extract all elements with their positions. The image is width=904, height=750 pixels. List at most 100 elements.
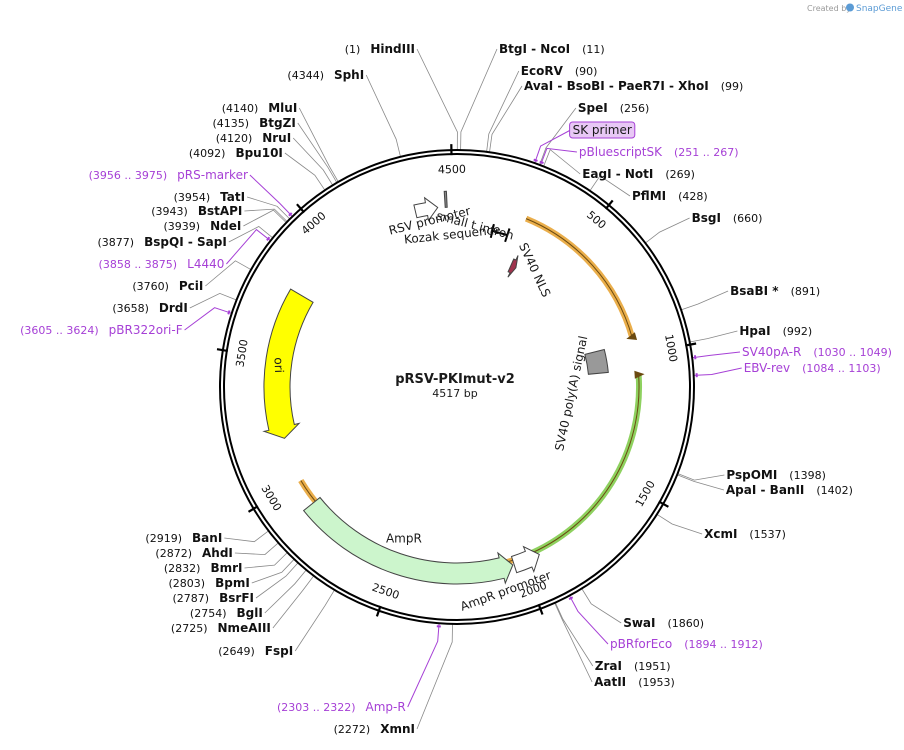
primer-pbr322ori-f-leader	[184, 307, 232, 331]
primer-pbrforeco-pos: (1894 .. 1912)	[684, 638, 763, 651]
enzyme-bspqi-sapi-label[interactable]: BspQI - SapI(3877)	[98, 235, 227, 249]
enzyme-aatii-label[interactable]: AatII(1953)	[594, 675, 675, 689]
enzyme-bmri-label[interactable]: BmrI(2832)	[164, 561, 243, 575]
enzyme-apai-banii-label[interactable]: ApaI - BanII(1402)	[726, 483, 853, 497]
primer-sv40pa-r-label[interactable]: SV40pA-R(1030 .. 1049)	[742, 345, 892, 359]
enzyme-ahdi-label[interactable]: AhdI(2872)	[155, 546, 232, 560]
enzyme-pcii-name: PciI	[179, 279, 204, 293]
enzyme-bsrfi-name: BsrFI	[219, 591, 254, 605]
primer-prs-marker-label[interactable]: pRS-marker(3956 .. 3975)	[89, 168, 248, 182]
ruler-tick-1500	[658, 500, 669, 508]
enzyme-bsgi-label[interactable]: BsgI(660)	[692, 211, 763, 225]
enzyme-ndei-leader	[243, 209, 287, 227]
primer-amp-r-pos: (2303 .. 2322)	[277, 701, 356, 714]
enzyme-xcmi-label[interactable]: XcmI(1537)	[704, 527, 786, 541]
primer-l4440-label[interactable]: L4440(3858 .. 3875)	[99, 257, 225, 271]
enzyme-mlui-label[interactable]: MluI (4140)	[222, 101, 298, 115]
enzyme-btgzi-label[interactable]: BtgZI(4135)	[213, 116, 296, 130]
ruler-tick-label-3500: 3500	[234, 338, 251, 368]
enzyme-hpai-label[interactable]: HpaI(992)	[739, 324, 812, 338]
primer-sk-primer-label[interactable]: SK primer	[569, 121, 636, 139]
enzyme-hindiii-leader	[416, 48, 458, 151]
enzyme-bpu10i-label[interactable]: Bpu10I(4092)	[189, 146, 283, 160]
primer-pbr322ori-f-label[interactable]: pBR322ori-F(3605 .. 3624)	[20, 323, 183, 337]
enzyme-fspi-label[interactable]: FspI(2649)	[218, 644, 293, 658]
feature-label-ampr: AmpR	[386, 532, 422, 546]
feature-kozak-sequence	[443, 190, 448, 208]
enzyme-mlui-pos: (4140)	[222, 102, 259, 115]
inner-arc-line-orange-upper	[525, 218, 633, 338]
enzyme-spei-label[interactable]: SpeI(256)	[578, 101, 649, 115]
enzyme-pflmi-leader	[589, 175, 631, 197]
enzyme-bgli-label[interactable]: BglI(2754)	[190, 606, 263, 620]
enzyme-bpmi-label[interactable]: BpmI(2803)	[169, 576, 250, 590]
enzyme-bstapi-name: BstAPI	[198, 204, 243, 218]
enzyme-pspomi-pos: (1398)	[789, 469, 826, 482]
primer-pbrforeco-leader	[569, 595, 609, 645]
ruler-tick-label-1000: 1000	[662, 333, 680, 363]
enzyme-ahdi-pos: (2872)	[155, 547, 192, 560]
primer-pbrforeco-label[interactable]: pBRforEco(1894 .. 1912)	[610, 637, 763, 651]
enzyme-nmeaiii-leader	[272, 575, 315, 629]
enzyme-pcii-pos: (3760)	[132, 280, 169, 293]
enzyme-drdi-pos: (3658)	[112, 302, 149, 315]
enzyme-avai-bsobi-paer7i-xhoi-label[interactable]: AvaI - BsoBI - PaeR7I - XhoI(99)	[524, 79, 743, 93]
enzyme-bsabi-label[interactable]: BsaBI * (891)	[730, 284, 820, 298]
enzyme-mlui-name: MluI	[268, 101, 297, 115]
enzyme-drdi-label[interactable]: DrdI(3658)	[112, 301, 187, 315]
enzyme-bsrfi-label[interactable]: BsrFI(2787)	[173, 591, 254, 605]
enzyme-swai-leader	[581, 588, 622, 624]
enzyme-xmni-label[interactable]: XmnI(2272)	[334, 722, 415, 736]
primer-amp-r-name: Amp-R	[366, 700, 406, 714]
enzyme-ecorv-label[interactable]: EcoRV(90)	[521, 64, 598, 78]
feature-small-t-intron	[492, 229, 508, 237]
primer-pbluescriptsk-pos: (251 .. 267)	[674, 146, 739, 159]
enzyme-btgi-ncoi-label[interactable]: BtgI - NcoI(11)	[499, 42, 605, 56]
enzyme-pflmi-pos: (428)	[678, 190, 708, 203]
enzyme-zrai-leader	[554, 602, 594, 667]
enzyme-bsrfi-leader	[255, 562, 299, 599]
enzyme-bpmi-name: BpmI	[215, 576, 250, 590]
enzyme-bsabi-leader	[680, 290, 729, 311]
enzyme-ndei-label[interactable]: NdeI (3939)	[164, 219, 242, 233]
enzyme-pcii-label[interactable]: PciI (3760)	[132, 279, 203, 293]
primer-amp-r-label[interactable]: Amp-R (2303 .. 2322)	[277, 700, 406, 714]
enzyme-pflmi-label[interactable]: PflMI(428)	[632, 189, 708, 203]
enzyme-nmeaiii-label[interactable]: NmeAIII(2725)	[171, 621, 271, 635]
enzyme-swai-label[interactable]: SwaI(1860)	[623, 616, 704, 630]
enzyme-bani-label[interactable]: BanI(2919)	[145, 531, 222, 545]
enzyme-tati-label[interactable]: TatI(3954)	[174, 190, 245, 204]
enzyme-ndei-name: NdeI	[210, 219, 241, 233]
enzyme-hpai-leader	[689, 330, 738, 343]
primer-pbrforeco-site	[568, 596, 574, 601]
enzyme-bmri-name: BmrI	[210, 561, 242, 575]
enzyme-hindiii-label[interactable]: HindIII(1)	[345, 42, 415, 56]
primer-prs-marker-pos: (3956 .. 3975)	[89, 169, 168, 182]
inner-arc-head-orange-upper	[626, 332, 638, 340]
enzyme-eagi-noti-label[interactable]: EagI - NotI(269)	[582, 167, 695, 181]
ruler-tick-1000	[685, 342, 697, 347]
enzyme-bstapi-label[interactable]: BstAPI(3943)	[151, 204, 242, 218]
enzyme-bsabi-pos: (891)	[791, 285, 821, 298]
primer-l4440-leader	[226, 228, 271, 265]
enzyme-ecorv-leader	[486, 70, 520, 152]
enzyme-pspomi-label[interactable]: PspOMI(1398)	[726, 468, 825, 482]
plasmid-title: pRSV-PKImut-v2 4517 bp	[395, 372, 515, 400]
enzyme-fspi-pos: (2649)	[218, 645, 255, 658]
enzyme-ndei-pos: (3939)	[164, 220, 201, 233]
enzyme-zrai-label[interactable]: ZraI(1951)	[595, 659, 671, 673]
enzyme-nrui-label[interactable]: NruI(4120)	[216, 131, 291, 145]
enzyme-pspomi-leader	[677, 473, 725, 481]
enzyme-bani-name: BanI	[192, 531, 222, 545]
enzyme-avai-bsobi-paer7i-xhoi-pos: (99)	[721, 80, 744, 93]
primer-ebv-rev-label[interactable]: EBV-rev(1084 .. 1103)	[744, 361, 881, 375]
enzyme-bsabi-name: BsaBI *	[730, 284, 779, 298]
primer-sk-primer-box	[569, 121, 636, 139]
primer-pbluescriptsk-name: pBluescriptSK	[579, 145, 663, 159]
primer-prs-marker-site	[288, 212, 293, 217]
ruler-tick-3000	[247, 505, 259, 513]
primer-pbluescriptsk-label[interactable]: pBluescriptSK (251 .. 267)	[579, 145, 739, 159]
primer-ebv-rev-name: EBV-rev	[744, 361, 790, 375]
enzyme-sphi-label[interactable]: SphI(4344)	[287, 68, 364, 82]
enzyme-sphi-leader	[365, 74, 401, 157]
